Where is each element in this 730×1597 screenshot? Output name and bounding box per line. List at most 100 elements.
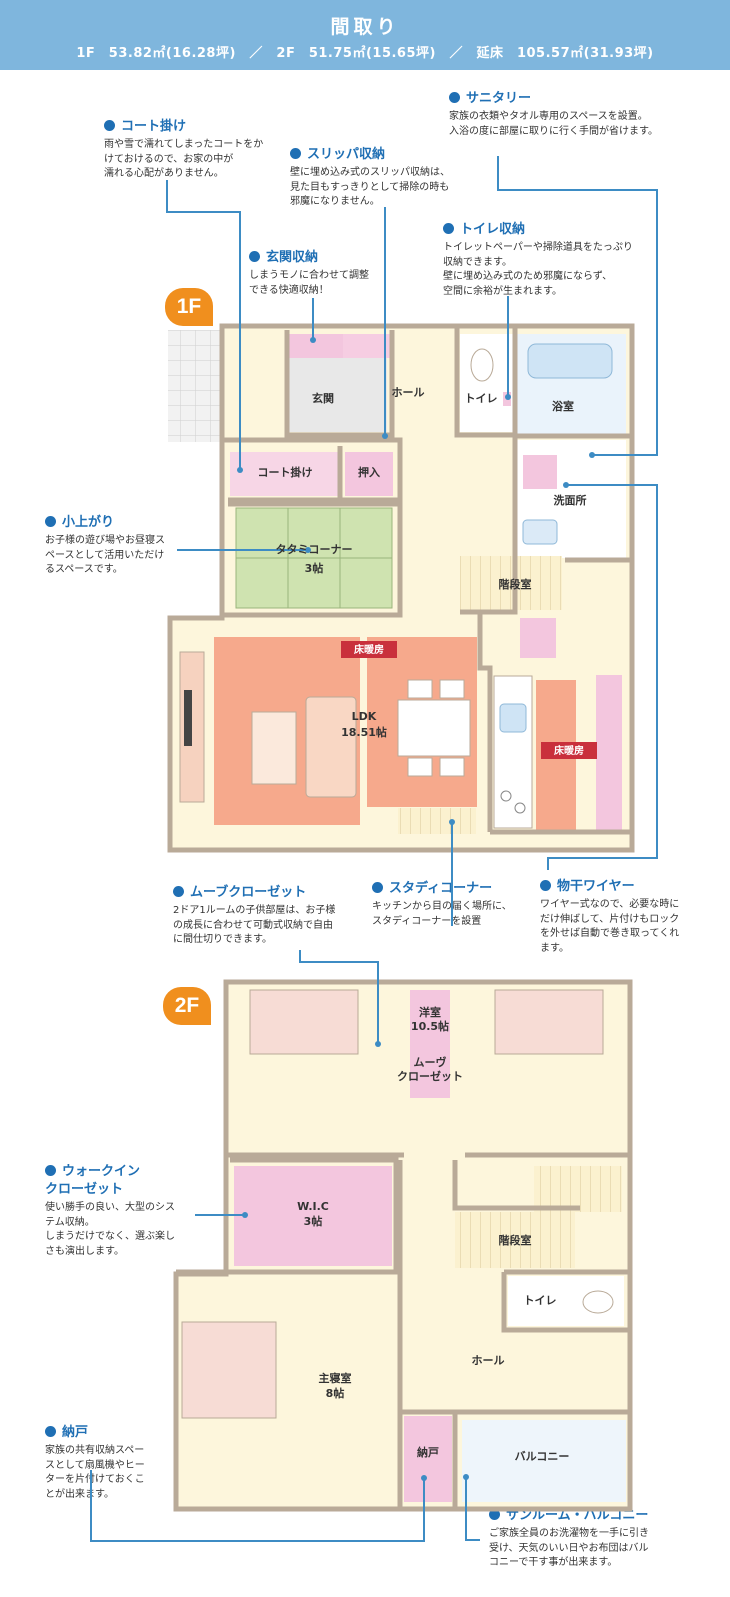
note-study: スタディコーナー キッチンから目の届く場所に、 スタディコーナーを設置	[372, 880, 547, 929]
room-hall-2f: ホール	[472, 1354, 505, 1367]
note-coat-body: 雨や雪で濡れてしまったコートをか けておけるので、お家の中が 濡れる心配がありま…	[104, 139, 264, 179]
bullet-icon	[540, 880, 551, 891]
stove-burner	[500, 790, 512, 802]
move-closet	[410, 990, 450, 1098]
chair	[407, 757, 433, 777]
coffee-table	[251, 711, 297, 785]
note-wire: 物干ワイヤー ワイヤー式なので、必要な時に だけ伸ばして、片付けもロック を外せ…	[540, 878, 720, 956]
room-wic-size: 3帖	[304, 1214, 323, 1228]
note-sunroom-body: ご家族全員のお洗濯物を一手に引き 受け、天気のいい日やお布団はバル コニーで干す…	[489, 1528, 649, 1568]
kitchen-sink	[499, 703, 527, 733]
note-nando: 納戸 家族の共有収納スペー スとして扇風機やヒー ターを片付けておくこ とが出来…	[45, 1424, 175, 1502]
room-tatami: タタミコーナー	[276, 543, 353, 556]
page-header: 間取り 1F 53.82㎡(16.28坪) ／ 2F 51.75㎡(15.65坪…	[0, 0, 730, 70]
wash-basin	[522, 519, 558, 545]
bed-right	[494, 989, 604, 1055]
note-koagari-body: お子様の遊び場やお昼寝ス ペースとして活用いただけ るスペースです。	[45, 535, 165, 575]
room-nando: 納戸	[417, 1445, 439, 1459]
room-hall-1f: ホール	[392, 386, 425, 399]
note-study-body: キッチンから目の届く場所に、 スタディコーナーを設置	[372, 901, 512, 927]
note-wire-title: 物干ワイヤー	[557, 879, 635, 894]
note-sunroom-title: サンルーム・バルコニー	[506, 1508, 649, 1523]
room-tatami-size: 3帖	[305, 561, 324, 575]
note-move: ムーブクローゼット 2ドア1ルームの子供部屋は、お子様 の成長に合わせて可動式収…	[173, 884, 373, 948]
note-toilet-title: トイレ収納	[460, 222, 526, 237]
note-wire-body: ワイヤー式なので、必要な時に だけ伸ばして、片付けもロック を外せば自動で巻き取…	[540, 899, 680, 954]
note-slipper-title: スリッパ収納	[307, 147, 386, 162]
bullet-icon	[443, 223, 454, 234]
bullet-icon	[249, 251, 260, 262]
chair	[439, 679, 465, 699]
floor-heating-badge-2	[541, 742, 597, 759]
floor-badge-1f: 1F	[165, 288, 213, 326]
walls-1f	[167, 323, 635, 853]
note-koagari: 小上がり お子様の遊び場やお昼寝ス ペースとして活用いただけ るスペースです。	[45, 514, 195, 578]
note-walkin: ウォークイン クローゼット 使い勝手の良い、大型のシス テム収納。 しまうだけで…	[45, 1163, 195, 1259]
room-oshiire: 押入	[358, 465, 380, 479]
room-toilet-2f: トイレ	[524, 1294, 557, 1307]
note-walkin-title: ウォークイン クローゼット	[45, 1164, 141, 1197]
note-genkan-title: 玄関収納	[266, 250, 319, 265]
kitchen-counter	[493, 675, 533, 829]
room-bath: 浴室	[552, 399, 574, 413]
room-toilet-1f: トイレ	[465, 392, 498, 405]
room-kaidan-1f: 階段室	[499, 577, 532, 591]
floor-badge-2f: 2F	[163, 987, 211, 1025]
room-wic: W.I.C	[297, 1200, 329, 1213]
floor-heating-label-1: 床暖房	[354, 643, 384, 656]
walk-in-closet	[234, 1166, 392, 1266]
note-koagari-title: 小上がり	[62, 515, 115, 530]
note-slipper-body: 壁に埋め込み式のスリッパ収納は、 見た目もすっきりとして掃除の時も 邪魔になりま…	[290, 167, 450, 207]
stairwell-2f	[455, 1212, 575, 1268]
balcony-floor	[462, 1420, 626, 1502]
room-move-1: ムーヴ	[414, 1055, 447, 1069]
stove-burner	[514, 802, 526, 814]
room-genkan: 玄関	[312, 391, 334, 405]
dining-table	[397, 699, 471, 757]
note-sunroom: サンルーム・バルコニー ご家族全員のお洗濯物を一手に引き 受け、天気のいい日やお…	[489, 1507, 704, 1571]
note-study-title: スタディコーナー	[389, 881, 493, 896]
toilet-bowl-2f	[582, 1290, 614, 1314]
page-title: 間取り	[330, 16, 400, 38]
note-genkan: 玄関収納 しまうモノに合わせて調整 できる快適収納！	[249, 249, 399, 298]
genkan-storage	[287, 334, 345, 358]
sanitary-storage	[523, 455, 557, 489]
kitchen-storage	[596, 675, 622, 833]
room-kaidan-2f: 階段室	[499, 1233, 532, 1247]
stairwell-1f	[460, 556, 562, 610]
bullet-icon	[104, 120, 115, 131]
room-shushin: 主寝室	[319, 1371, 352, 1385]
plan-2f	[173, 979, 633, 1512]
master-bed	[181, 1321, 277, 1419]
room-ldk: LDK	[352, 710, 377, 723]
walls-2f	[173, 979, 633, 1512]
note-toilet-body: トイレットペーパーや掃除道具をたっぷり 収納できます。 壁に埋め込み式のため邪魔…	[443, 242, 633, 297]
bullet-icon	[290, 148, 301, 159]
bathtub	[527, 343, 613, 379]
room-yoshitsu: 洋室	[419, 1005, 441, 1019]
note-toilet: トイレ収納 トイレットペーパーや掃除道具をたっぷり 収納できます。 壁に埋め込み…	[443, 221, 683, 299]
room-balcony: バルコニー	[515, 1450, 570, 1463]
bullet-icon	[489, 1509, 500, 1520]
nando-storage	[404, 1416, 452, 1502]
note-sanitary-title: サニタリー	[466, 91, 532, 106]
note-sanitary-body: 家族の衣類やタオル専用のスペースを設置。 入浴の度に部屋に取りに行く手間が省けま…	[449, 111, 658, 137]
bullet-icon	[45, 1165, 56, 1176]
note-walkin-body: 使い勝手の良い、大型のシス テム収納。 しまうだけでなく、選ぶ楽し さも演出しま…	[45, 1202, 175, 1257]
pantry-storage	[520, 618, 556, 658]
room-shushin-size: 8帖	[326, 1386, 345, 1400]
bullet-icon	[173, 886, 184, 897]
room-yoshitsu-size: 10.5帖	[411, 1019, 449, 1033]
toilet-bowl-1f	[470, 348, 494, 382]
callout-dots	[237, 337, 595, 1481]
slipper-storage	[343, 334, 391, 358]
area-summary: 1F 53.82㎡(16.28坪) ／ 2F 51.75㎡(15.65坪) ／ …	[76, 46, 654, 61]
chair	[439, 757, 465, 777]
study-corner-desk	[398, 808, 476, 834]
note-genkan-body: しまうモノに合わせて調整 できる快適収納！	[249, 270, 369, 296]
room-move-2: クローゼット	[397, 1069, 463, 1083]
floor-heating-label-2: 床暖房	[554, 744, 584, 757]
bullet-icon	[45, 516, 56, 527]
room-ldk-size: 18.51帖	[341, 725, 387, 739]
